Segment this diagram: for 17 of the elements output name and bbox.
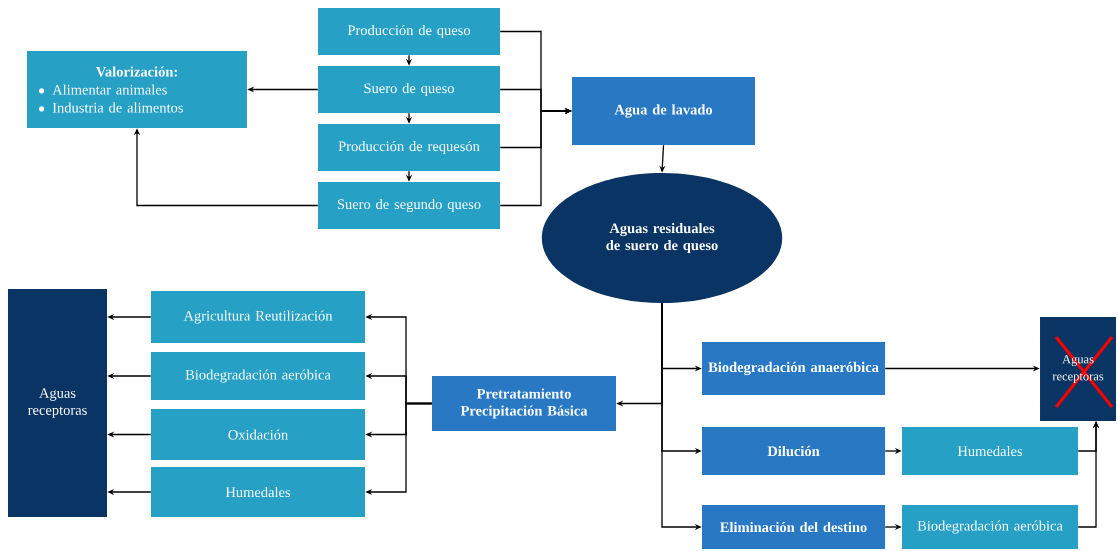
process-box: Biodegradación aeróbica <box>902 505 1078 549</box>
process-box: Suero de queso <box>318 66 500 113</box>
process-box: Valorización: Alimentar animales Industria de alimentos <box>27 51 247 128</box>
process-box: Biodegradación anaeróbica <box>702 342 885 395</box>
process-box: Biodegradación aeróbica <box>151 352 365 400</box>
process-box: Producción de queso <box>318 8 500 55</box>
process-box: Producción de requesón <box>318 124 500 171</box>
process-box: Suero de segundo queso <box>318 182 500 229</box>
process-box: Agua de lavado <box>572 77 755 145</box>
process-box: Oxidación <box>151 409 365 460</box>
process-box: Humedales <box>151 467 365 517</box>
process-box: Aguas receptoras <box>8 289 107 517</box>
process-box: Dilución <box>702 427 885 475</box>
process-box: Agricultura Reutilización <box>151 291 365 343</box>
process-box: Pretratamiento Precipitación Básica <box>432 376 616 431</box>
process-box: Humedales <box>902 427 1078 475</box>
process-box: Eliminación del destino <box>702 505 885 549</box>
